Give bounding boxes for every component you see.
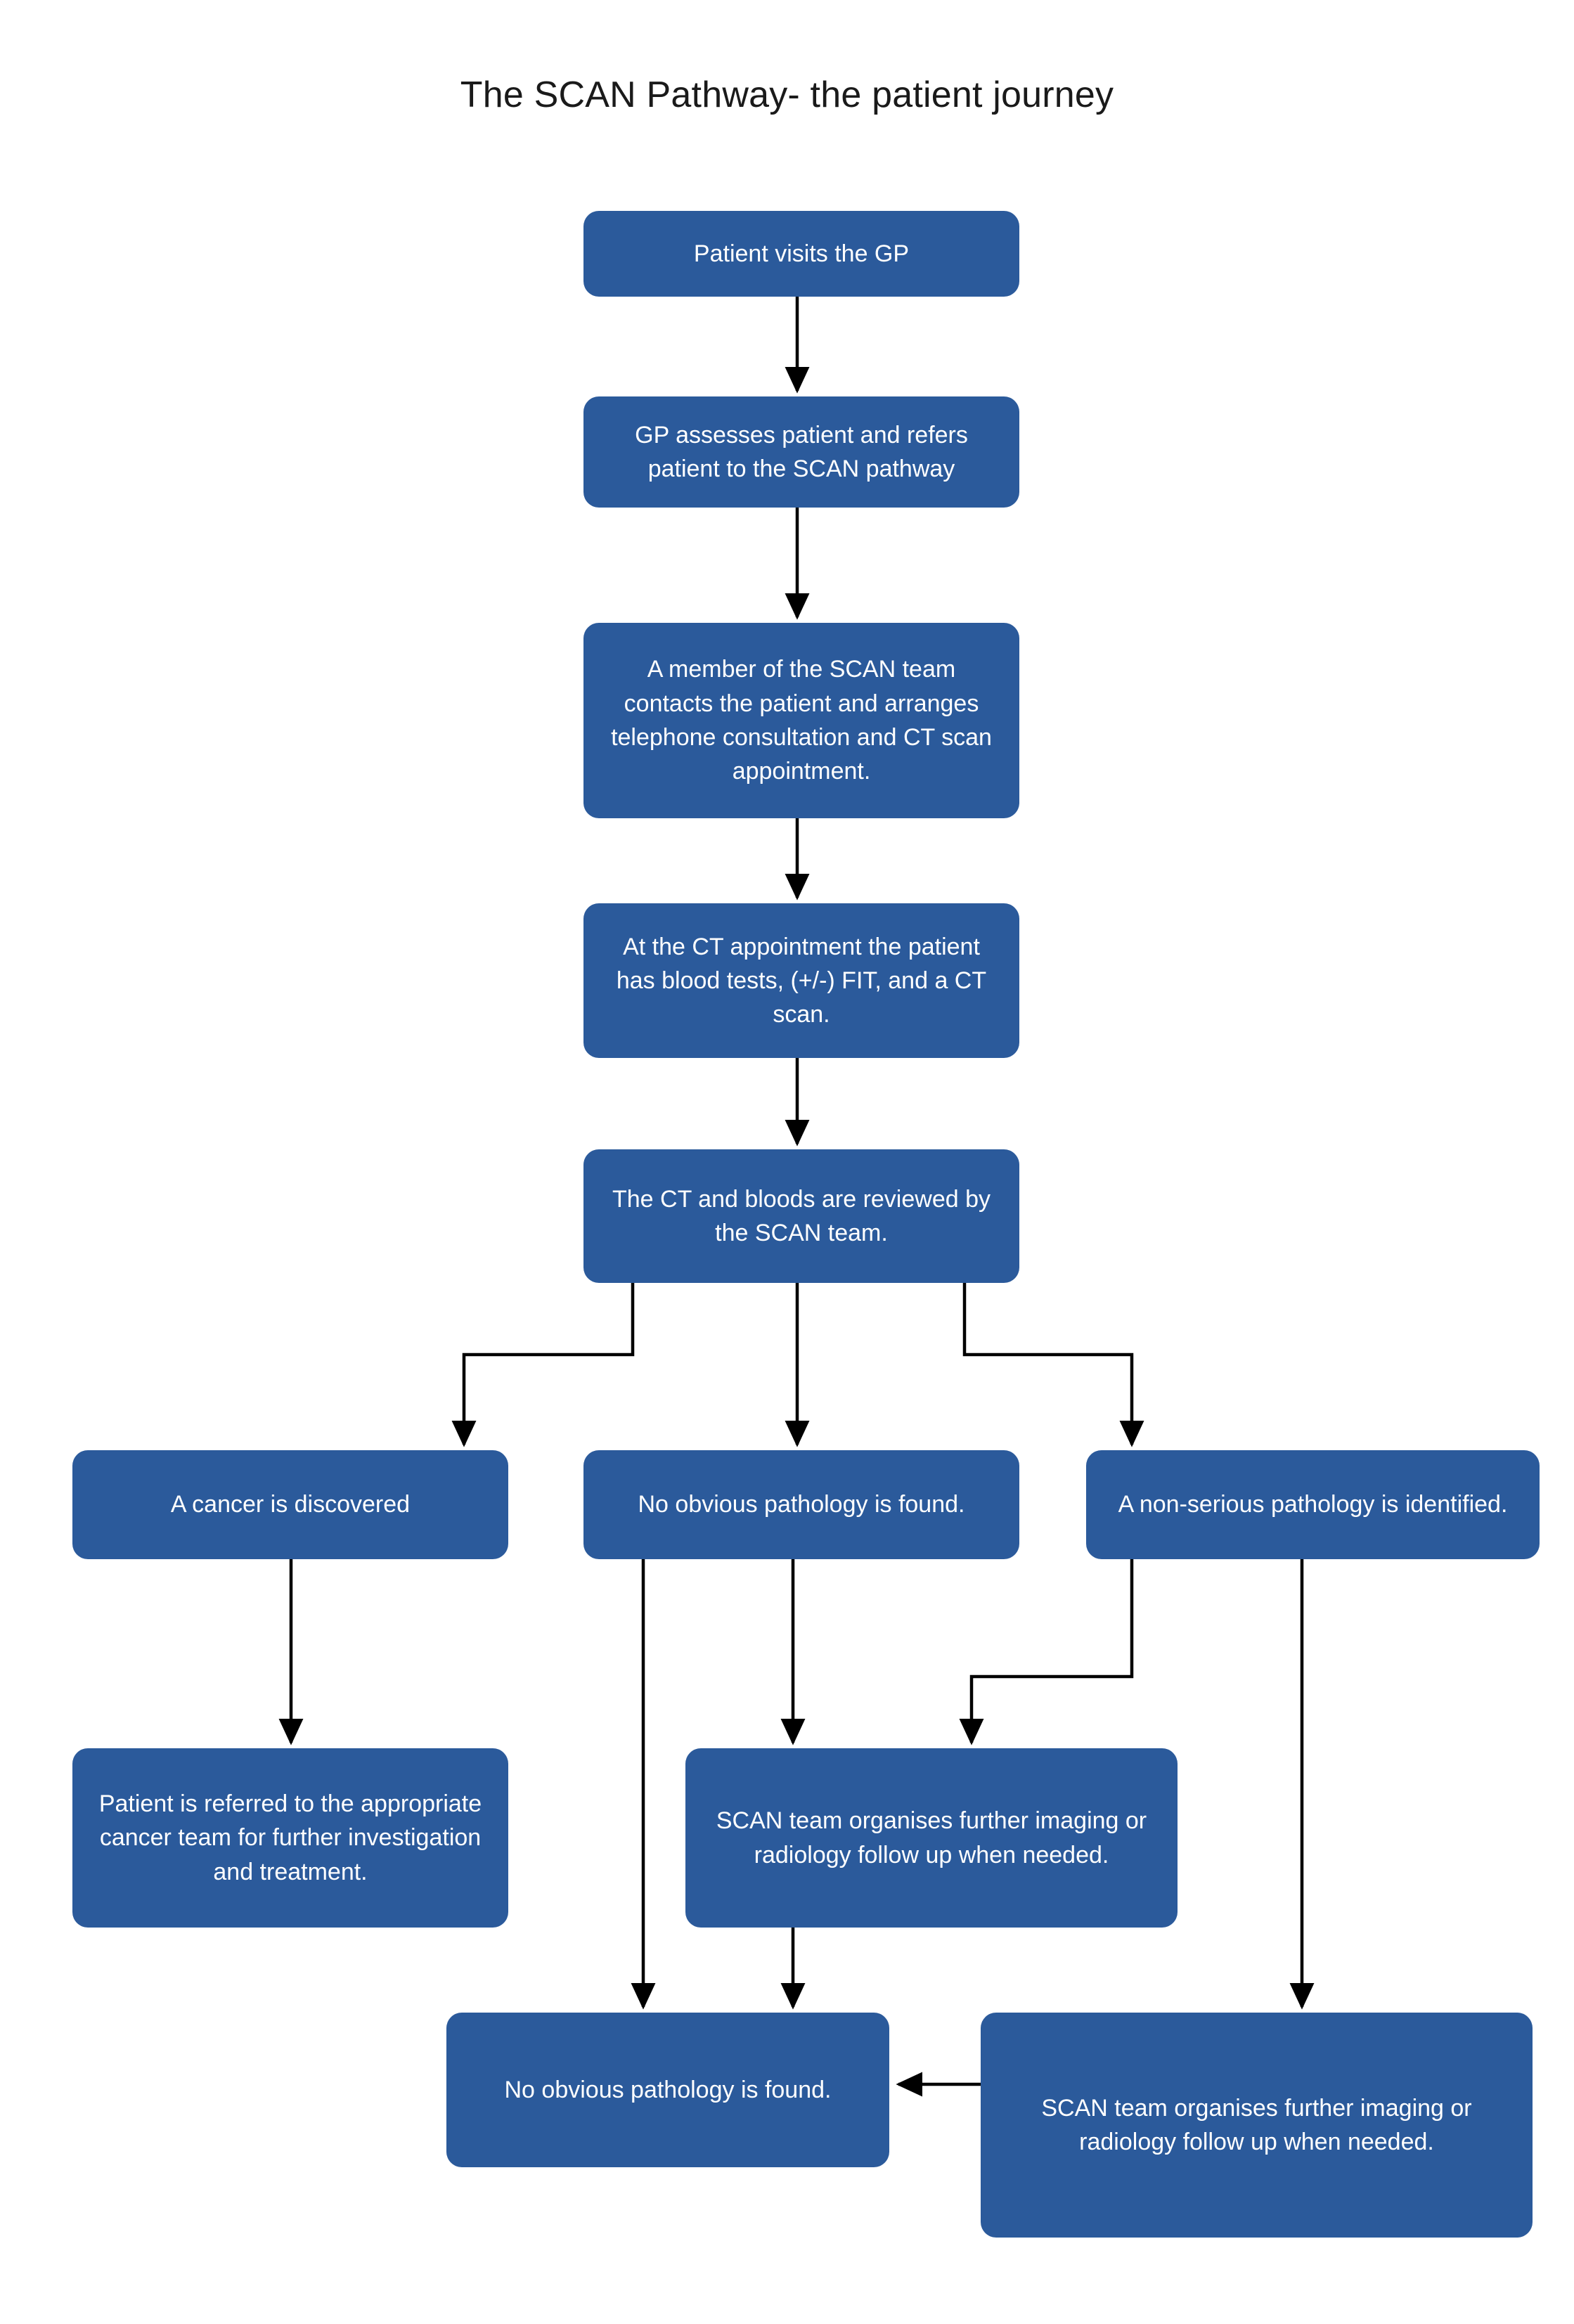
node-label: The CT and bloods are reviewed by the SC… <box>612 1185 991 1246</box>
node-label: A cancer is discovered <box>170 1491 411 1518</box>
edge-n5-n6 <box>451 1283 635 1447</box>
node-label: SCAN team organises further imaging or r… <box>716 1807 1147 1868</box>
node-label: At the CT appointment the patient has bl… <box>616 933 987 1028</box>
node-label: A non-serious pathology is identified. <box>1118 1491 1508 1518</box>
node-scan-team-further-imaging-bottom[interactable]: SCAN team organises further imaging or r… <box>981 2013 1533 2238</box>
page-title: The SCAN Pathway- the patient journey <box>460 75 1114 115</box>
node-label: Patient visits the GP <box>693 240 910 267</box>
node-label: No obvious pathology is found. <box>504 2076 832 2103</box>
node-scan-team-further-imaging-mid[interactable]: SCAN team organises further imaging or r… <box>685 1748 1178 1928</box>
node-non-serious-pathology[interactable]: A non-serious pathology is identified. <box>1086 1450 1540 1559</box>
node-no-obvious-pathology-bottom[interactable]: No obvious pathology is found. <box>446 2013 889 2167</box>
node-patient-visits-gp[interactable]: Patient visits the GP <box>583 211 1019 297</box>
node-no-obvious-pathology-top[interactable]: No obvious pathology is found. <box>583 1450 1019 1559</box>
node-label: No obvious pathology is found. <box>638 1491 965 1518</box>
node-referred-cancer-team[interactable]: Patient is referred to the appropriate c… <box>72 1748 508 1928</box>
edge-n5-n8 <box>962 1283 1144 1447</box>
node-scan-team-contacts-patient[interactable]: A member of the SCAN team contacts the p… <box>583 623 1019 818</box>
node-ct-appointment-tests[interactable]: At the CT appointment the patient has bl… <box>583 903 1019 1058</box>
node-ct-bloods-reviewed[interactable]: The CT and bloods are reviewed by the SC… <box>583 1149 1019 1283</box>
node-label: GP assesses patient and refers patient t… <box>635 421 968 482</box>
node-gp-assesses-refers[interactable]: GP assesses patient and refers patient t… <box>583 396 1019 508</box>
node-label: SCAN team organises further imaging or r… <box>1041 2094 1472 2155</box>
node-cancer-discovered[interactable]: A cancer is discovered <box>72 1450 508 1559</box>
node-label: Patient is referred to the appropriate c… <box>98 1790 482 1885</box>
edge-n8-n10 <box>959 1559 1134 1745</box>
node-label: A member of the SCAN team contacts the p… <box>611 656 992 785</box>
